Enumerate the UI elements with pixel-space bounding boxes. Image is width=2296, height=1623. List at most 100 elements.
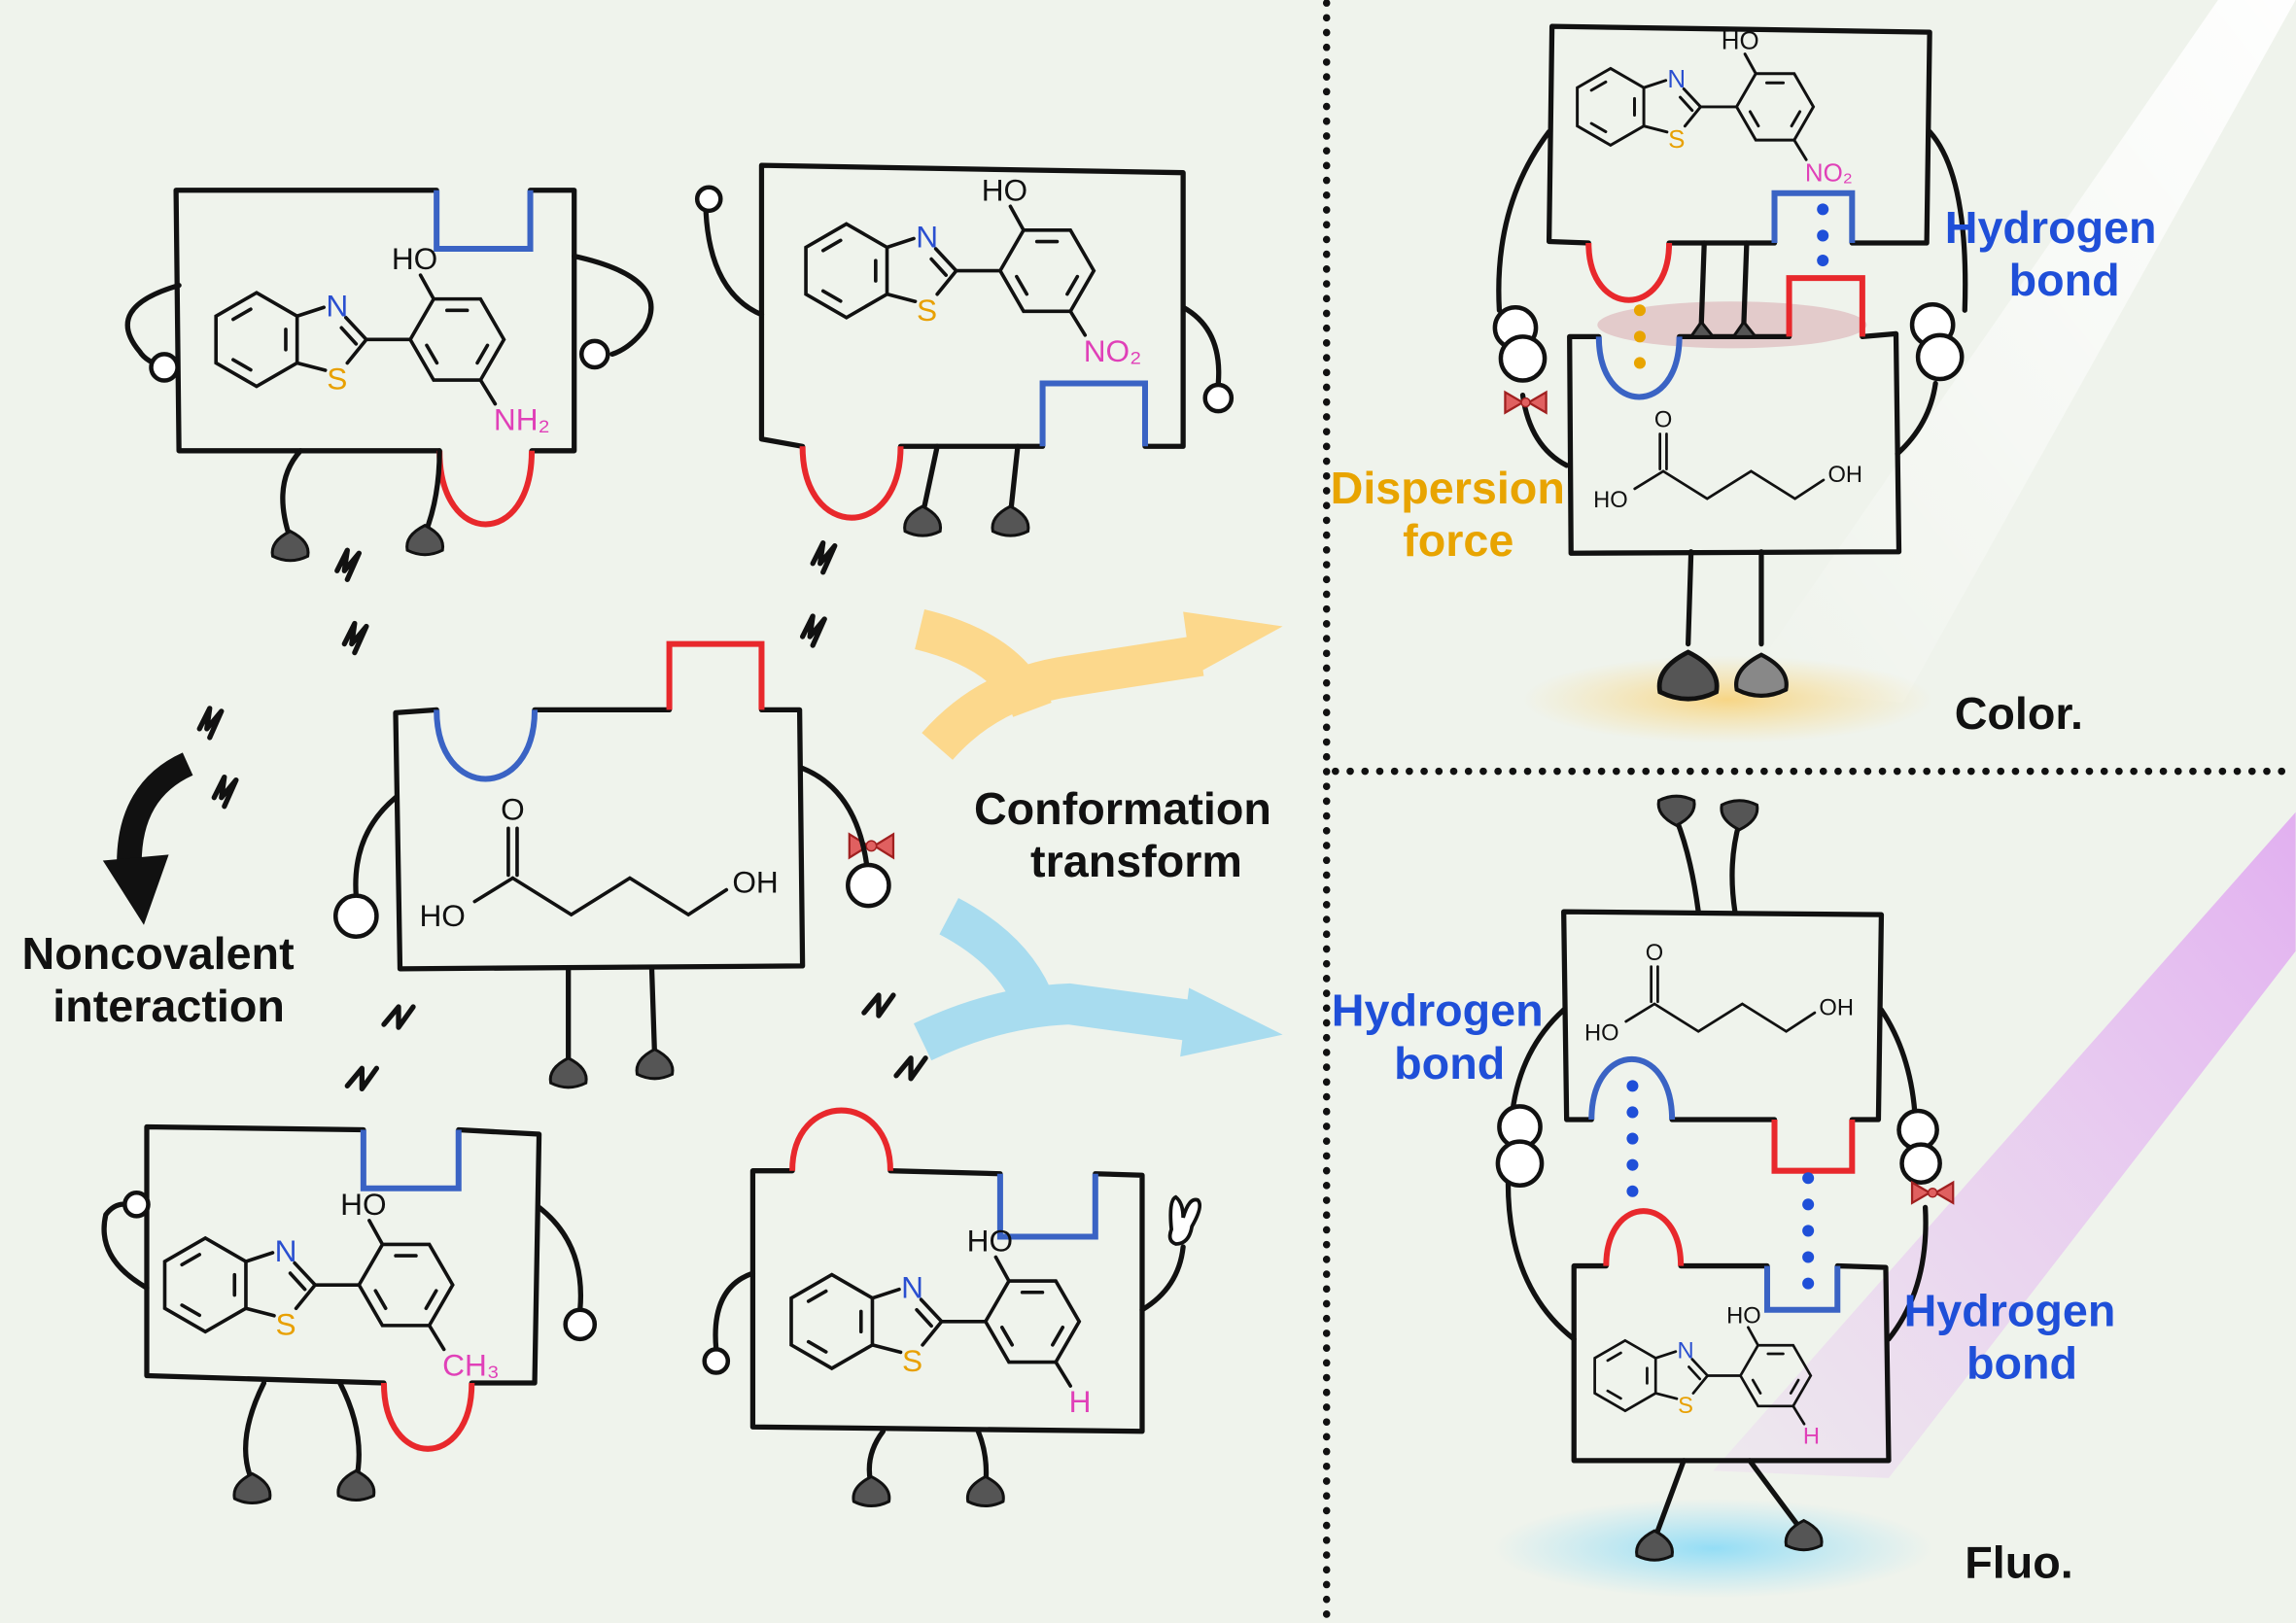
substituent-d: H [1069, 1384, 1092, 1419]
substituent-d: H [1803, 1425, 1820, 1450]
fluo-complex [1495, 816, 1955, 1542]
nitrogen-atom: N [275, 1233, 297, 1268]
card-amino-hbt [124, 188, 654, 541]
white-light-beam [1742, 0, 2296, 703]
blue-fork-arrow [913, 897, 1283, 1061]
foot-icon [1656, 649, 1720, 702]
hbt-amino: N S HO NH₂ [214, 241, 550, 437]
hydroxypentanoic-acid: O HO OH [419, 791, 778, 933]
hbt-hydrogen-complex: N S HO H [1593, 1303, 1820, 1450]
card-hydrogen-hbt [702, 1107, 1202, 1489]
foot-icon [635, 1048, 675, 1081]
hydroxyl-group: HO [967, 1224, 1013, 1259]
hydroxyl-group: HO [392, 241, 437, 276]
hydroxyl-group: HO [1722, 28, 1759, 55]
terminal-hydroxyl: OH [1819, 995, 1854, 1020]
hbond-label-right: Hydrogen bond [1904, 1285, 2129, 1388]
nitrogen-atom: N [1667, 66, 1686, 93]
nitrogen-atom: N [916, 219, 938, 254]
hydroxyl-group: HO [1726, 1303, 1761, 1329]
hydroxyl-group: HO [982, 172, 1027, 207]
hbond-label-left: Hydrogen bond [1332, 985, 1556, 1088]
foot-icon [991, 504, 1030, 537]
hydroxypentanoic-acid-complex: O HO OH [1593, 408, 1862, 513]
substituent-b: NO₂ [1084, 333, 1142, 368]
substituent-b: NO₂ [1805, 159, 1853, 187]
bow-icon [1504, 390, 1548, 415]
foot-icon [1734, 652, 1789, 698]
acid-hydroxyl: HO [1593, 488, 1628, 513]
center-card-hydroxy-acid [332, 640, 891, 1068]
lightning-icon [799, 613, 827, 648]
fluo-label: Fluo. [1965, 1537, 2072, 1587]
dispersion-region [1597, 301, 1867, 349]
foot-icon [852, 1474, 891, 1508]
zigzag-icon [893, 1055, 928, 1082]
sulfur-atom: S [327, 362, 347, 397]
sulfur-atom: S [1668, 126, 1685, 154]
foot-icon [903, 504, 943, 537]
hydroxypentanoic-acid-complex-2: O HO OH [1584, 941, 1854, 1046]
noncovalent-label: Noncovalent interaction [22, 928, 307, 1031]
sulfur-atom: S [902, 1343, 922, 1378]
zigzag-icon [381, 1004, 416, 1030]
conformation-label: Conformation transform [974, 783, 1284, 886]
lightning-icon [334, 547, 362, 582]
zigzag-icon [344, 1065, 380, 1091]
foot-icon [1720, 799, 1759, 832]
terminal-hydroxyl: OH [732, 865, 778, 900]
foot-icon [270, 529, 310, 563]
card-nitro-hbt [694, 162, 1235, 521]
sulfur-atom: S [917, 293, 937, 328]
hbt-nitro: N S HO NO₂ [804, 172, 1142, 368]
foot-icon [548, 1056, 588, 1089]
foot-icon [1656, 794, 1696, 827]
foot-icon [405, 523, 445, 557]
nitrogen-atom: N [1677, 1338, 1693, 1364]
sulfur-atom: S [276, 1306, 296, 1341]
foot-icon [1784, 1518, 1824, 1552]
foot-icon [1635, 1529, 1674, 1562]
bow-icon [848, 832, 895, 860]
zigzag-icon [861, 992, 896, 1019]
acid-hydroxyl: HO [419, 898, 465, 933]
black-curved-arrow [102, 752, 193, 925]
hydroxyl-group: HO [340, 1187, 386, 1222]
terminal-hydroxyl: OH [1827, 463, 1862, 488]
foot-icon [965, 1474, 1005, 1508]
hbt-nitro-complex: N S HO NO₂ [1576, 28, 1853, 187]
hbond-dots-left [1626, 1080, 1639, 1197]
foot-icon [336, 1468, 376, 1502]
purple-light-beam [1713, 812, 2296, 1478]
color-complex [1492, 23, 1968, 647]
lightning-icon [341, 620, 369, 656]
card-methyl-hbt [101, 1123, 598, 1484]
carbonyl-oxygen: O [1646, 941, 1663, 966]
substituent-a: NH₂ [494, 402, 550, 437]
hbond-dots-right [1802, 1172, 1815, 1290]
carbonyl-oxygen: O [1654, 408, 1672, 433]
lightning-icon [196, 706, 225, 741]
bow-icon [1910, 1180, 1955, 1205]
hbond-dots [1817, 203, 1829, 267]
carbonyl-oxygen: O [501, 791, 525, 826]
peace-hand-icon [1167, 1194, 1202, 1246]
yellow-glow [1522, 655, 1933, 743]
hbt-hydrogen: N S HO H [789, 1224, 1092, 1419]
hbond-label-top: Hydrogen bond [1945, 202, 2170, 305]
dispersion-dots [1633, 304, 1646, 369]
nitrogen-atom: N [326, 288, 348, 323]
yellow-fork-arrow [914, 609, 1283, 761]
color-label: Color. [1955, 688, 2083, 739]
blue-glow [1493, 1499, 1933, 1599]
substituent-c: CH₃ [442, 1348, 500, 1383]
lightning-icon [810, 540, 838, 575]
foot-icon [232, 1471, 272, 1505]
dispersion-label: Dispersion force [1331, 463, 1578, 566]
sulfur-atom: S [1678, 1394, 1693, 1419]
acid-hydroxyl: HO [1584, 1020, 1619, 1046]
nitrogen-atom: N [901, 1270, 923, 1305]
hbt-methyl: N S HO CH₃ [162, 1187, 500, 1383]
